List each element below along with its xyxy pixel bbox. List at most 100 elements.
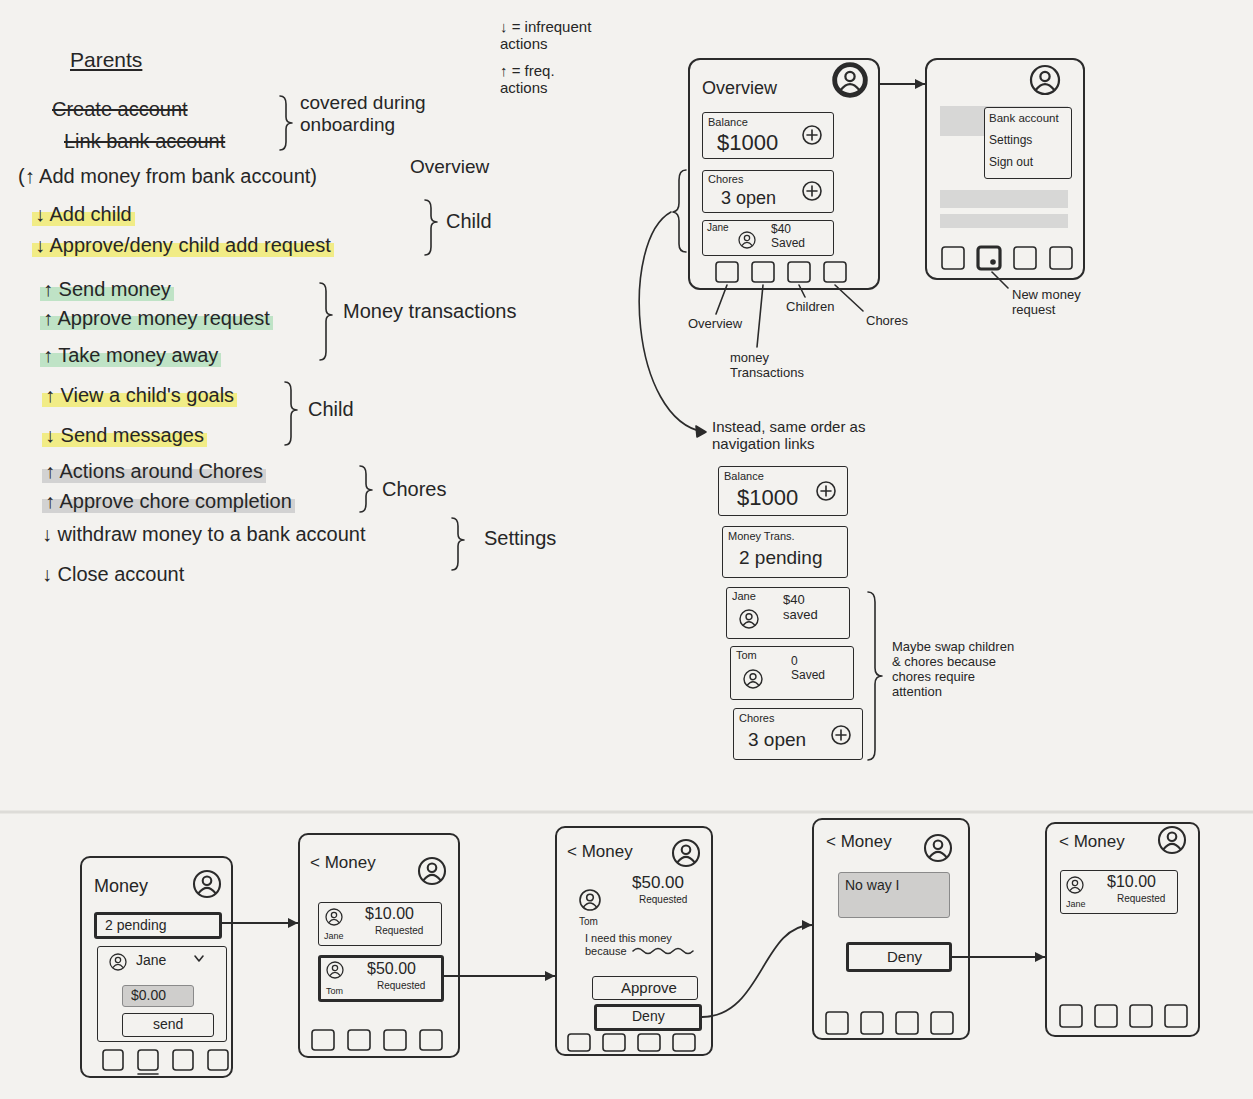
- note-text: ↓ Close account: [42, 563, 184, 586]
- node-text: Jane: [136, 952, 166, 968]
- nav-button: [208, 1050, 228, 1070]
- note-text: ↓ Add child: [32, 203, 135, 226]
- note-text: Chores: [382, 478, 446, 501]
- nav-button: [173, 1050, 193, 1070]
- note-text: New money request: [1012, 288, 1092, 318]
- request-card: $10.00RequestedJane: [318, 902, 442, 946]
- plus-icon: [832, 726, 850, 744]
- note-text: Overview: [688, 317, 742, 332]
- brace: [452, 518, 464, 570]
- node-text: Requested: [377, 980, 425, 992]
- pending-button: 2 pending: [94, 912, 222, 939]
- node-text: < Money: [1059, 832, 1125, 852]
- leader-line: [992, 272, 1008, 288]
- dropdown-chevron: [195, 956, 203, 961]
- nav-button: [103, 1050, 123, 1070]
- nav-button: [1014, 247, 1036, 269]
- profile-icon: [739, 232, 755, 248]
- deny-button: Deny: [594, 1004, 702, 1031]
- brace: [425, 200, 437, 255]
- arrow-head: [915, 79, 925, 89]
- nav-button: [752, 262, 774, 282]
- node-text: $40 saved: [783, 593, 827, 623]
- node-text: 0 Saved: [791, 655, 833, 683]
- nav-button-active: [978, 247, 1000, 269]
- icon-highlight: [834, 64, 866, 96]
- node-text: Requested: [639, 894, 687, 906]
- send-card: Jane$0.00send: [97, 946, 227, 1042]
- node-text: Deny: [887, 948, 922, 965]
- profile-icon: [1031, 66, 1059, 94]
- nav-button: [788, 262, 810, 282]
- nav-button: [826, 1012, 848, 1034]
- nav-button: [1050, 247, 1072, 269]
- nav-button: [312, 1030, 334, 1050]
- message-field: No way I: [838, 872, 950, 918]
- chores-card: Chores3 open: [733, 708, 863, 760]
- brace: [673, 170, 686, 252]
- note-text: ↑ Actions around Chores: [42, 460, 266, 483]
- profile-icon: [580, 890, 600, 910]
- node-text: 3 open: [721, 188, 776, 209]
- flow-arrow: [444, 971, 555, 981]
- profile-icon: [1067, 877, 1083, 893]
- phone-frame: Money 2 pendingJane$0.00send: [80, 856, 233, 1078]
- nav-button: [716, 262, 738, 282]
- profile-icon: [194, 871, 220, 897]
- nav-button: [638, 1034, 660, 1051]
- note-text: Child: [446, 210, 492, 233]
- profile-icon: [327, 962, 343, 978]
- flow-arrow: [222, 918, 298, 928]
- node-text: Requested: [1117, 893, 1165, 905]
- note-text: ↑ = freq. actions: [500, 62, 575, 97]
- flow-arrow: [702, 920, 812, 1017]
- node-text: Balance: [708, 116, 748, 129]
- node-text: Money: [94, 876, 148, 897]
- nav-button: [568, 1034, 590, 1051]
- note-text: Maybe swap children & chores because cho…: [892, 640, 1022, 700]
- note-text: Settings: [484, 527, 556, 550]
- node-text: I need this money because: [585, 932, 685, 957]
- node-text: Tom: [326, 986, 343, 996]
- brace: [868, 592, 882, 760]
- note-text: ↑ Take money away: [40, 344, 221, 367]
- request-card: $10.00RequestedJane: [1060, 870, 1178, 914]
- node-text: Overview: [702, 78, 777, 99]
- node-text: Chores: [739, 712, 774, 725]
- phone-frame: Bank accountSettingsSign out: [925, 58, 1085, 280]
- phone-frame: < Money$10.00RequestedJane$50.00Requeste…: [298, 833, 460, 1058]
- blurred-bar: [940, 190, 1068, 208]
- arrow-head: [696, 426, 706, 437]
- node-text: 2 pending: [739, 547, 822, 569]
- approve-button: Approve: [592, 976, 698, 1000]
- node-text: Chores: [708, 173, 743, 186]
- nav-button: [1095, 1005, 1117, 1027]
- note-text: Parents: [70, 48, 142, 72]
- scribble-text: [633, 949, 693, 954]
- menu-box: Bank accountSettingsSign out: [984, 107, 1072, 179]
- arrow-head: [288, 918, 298, 928]
- request-card: $50.00RequestedTom: [318, 955, 444, 1002]
- node-text: Tom: [579, 916, 598, 928]
- profile-icon: [836, 66, 864, 94]
- note-text: ↓ Send messages: [42, 424, 207, 447]
- node-text: No way I: [845, 877, 899, 893]
- note-text: Children: [786, 300, 834, 315]
- nav-button: [420, 1030, 442, 1050]
- nav-button: [673, 1034, 695, 1051]
- note-text: ↑ Approve chore completion: [42, 490, 295, 513]
- note-text: money Transactions: [730, 351, 818, 381]
- node-text: 2 pending: [105, 917, 167, 933]
- connector-line: [952, 956, 1045, 958]
- node-text: Tom: [736, 649, 757, 662]
- node-text: $10.00: [365, 905, 414, 923]
- node-text: Sign out: [989, 156, 1033, 170]
- blurred-bar: [940, 214, 1068, 228]
- node-text: $10.00: [1107, 873, 1156, 891]
- flow-arrow: [952, 952, 1045, 962]
- note-text: Child: [308, 398, 354, 421]
- paper-crease: [0, 811, 1253, 814]
- plus-icon: [803, 182, 821, 200]
- node-text: Jane: [732, 590, 756, 603]
